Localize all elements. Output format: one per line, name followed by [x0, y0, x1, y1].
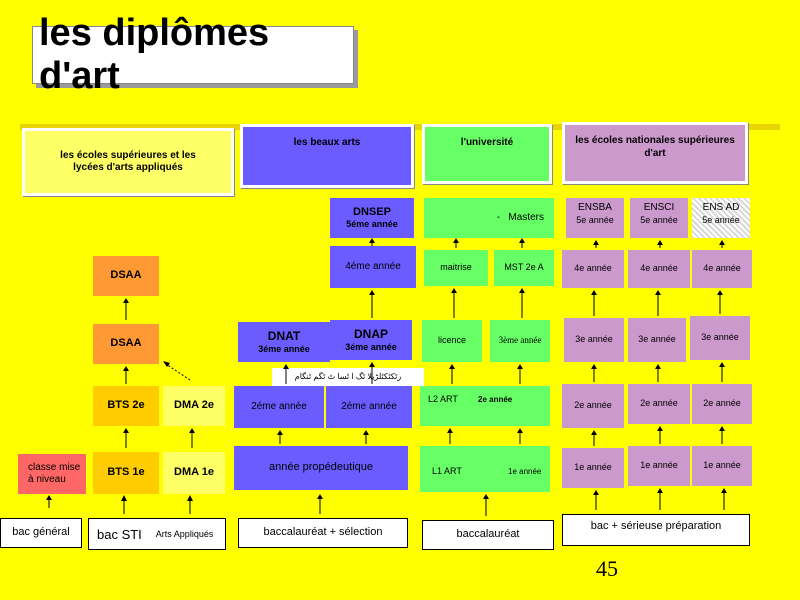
box-dma-1e: DMA 1e [163, 452, 225, 494]
box-ecoles-3e-2: 3e année [628, 318, 686, 362]
header-beaux-arts: les beaux arts [240, 124, 414, 188]
l2-label: L2 ART [428, 394, 458, 404]
box-bac-sti: bac STI Arts Appliqués [88, 518, 226, 550]
box-ecoles-1e-1: 1e année [562, 448, 624, 488]
box-3eme-annee: 3ème année [490, 320, 550, 362]
header-ecoles-nationales: les écoles nationales supérieures d'art [562, 122, 748, 184]
box-bac-selection: baccalauréat + sélection [238, 518, 408, 548]
ensci-label: ENSCI [643, 202, 675, 213]
box-l2-art: L2 ART 2e année [420, 386, 550, 426]
ensad-label: ENS AD [702, 202, 740, 213]
page-number: 45 [596, 556, 618, 581]
col1-arrows [46, 298, 195, 514]
dnap-year: 3éme année [345, 341, 397, 352]
box-bac-general: bac général [0, 518, 82, 548]
col2-arrows [277, 238, 375, 514]
box-masters: - Masters [424, 198, 554, 238]
dnat-year: 3éme année [258, 343, 310, 354]
box-bac-preparation: bac + sérieuse préparation [562, 514, 750, 546]
box-dma-2e: DMA 2e [163, 386, 225, 426]
box-ecoles-2e-1: 2e année [562, 384, 624, 428]
ensad-year: 5e année [702, 214, 740, 225]
box-classe-mise-niveau: classe mise à niveau [18, 454, 86, 494]
box-dnat: DNAT 3éme année [238, 322, 330, 362]
box-baccalaureat: baccalauréat [422, 520, 554, 550]
box-dnsep: DNSEP 5éme année [330, 198, 414, 238]
box-dsaa: DSAA [93, 324, 159, 364]
box-ecoles-4e-2: 4e année [628, 250, 690, 288]
l1-label: L1 ART [432, 466, 462, 476]
box-licence: licence [422, 320, 482, 362]
ensba-year: 5e année [576, 214, 614, 225]
box-bts-1e: BTS 1e [93, 452, 159, 494]
box-ensba: ENSBA 5e année [566, 198, 624, 238]
box-ecoles-1e-3: 1e année [692, 446, 752, 486]
bac-sti-label: bac STI [97, 526, 142, 542]
box-annee-propedeutique: année propédeutique [234, 446, 408, 490]
ensba-label: ENSBA [578, 202, 612, 213]
l2-year: 2e année [478, 395, 513, 404]
garbled-annotation: رٹکٹکٹلڑیلا ٹگ ا ٹسا ٹ ٹگم ٹنگام [272, 368, 424, 386]
box-ensci: ENSCI 5e année [630, 198, 688, 238]
box-maitrise: maitrise [424, 250, 488, 286]
header-universite: l'université [422, 124, 552, 184]
box-ensad: ENS AD 5e année [692, 198, 750, 238]
dnap-label: DNAP [353, 326, 388, 341]
box-ecoles-3e-1: 3e année [564, 318, 624, 362]
box-ecoles-2e-3: 2e année [692, 384, 752, 424]
dnsep-year: 5éme année [346, 219, 398, 230]
box-ecoles-4e-3: 4e année [692, 250, 752, 288]
box-ecoles-1e-2: 1e année [628, 446, 690, 486]
box-ecoles-2e-2: 2e année [628, 384, 690, 424]
box-dsaa-top: DSAA [93, 256, 159, 296]
header-ecoles-superieures: les écoles supérieures et les lycées d'a… [22, 128, 234, 196]
dnsep-label: DNSEP [353, 205, 391, 218]
box-beaux-arts-2eme-b: 2éme année [326, 386, 412, 428]
box-beaux-arts-2eme-a: 2éme année [234, 386, 324, 428]
box-bts-2e: BTS 2e [93, 386, 159, 426]
l1-year: 1e année [508, 467, 542, 476]
box-mst-2e-a: MST 2e A [494, 250, 554, 286]
box-l1-art: L1 ART 1e année [420, 446, 550, 492]
dnat-label: DNAT [267, 328, 301, 343]
col4-arrows [591, 240, 727, 510]
col3-arrows [447, 238, 525, 516]
arrow-head [46, 495, 52, 500]
box-dnap: DNAP 3éme année [330, 320, 412, 360]
box-beaux-arts-4eme: 4éme année [330, 246, 416, 288]
box-ecoles-3e-3: 3e année [690, 316, 750, 360]
ensci-year: 5e année [640, 214, 678, 225]
box-ecoles-4e-1: 4e année [562, 250, 624, 288]
arts-appliques-label: Arts Appliqués [155, 529, 214, 539]
